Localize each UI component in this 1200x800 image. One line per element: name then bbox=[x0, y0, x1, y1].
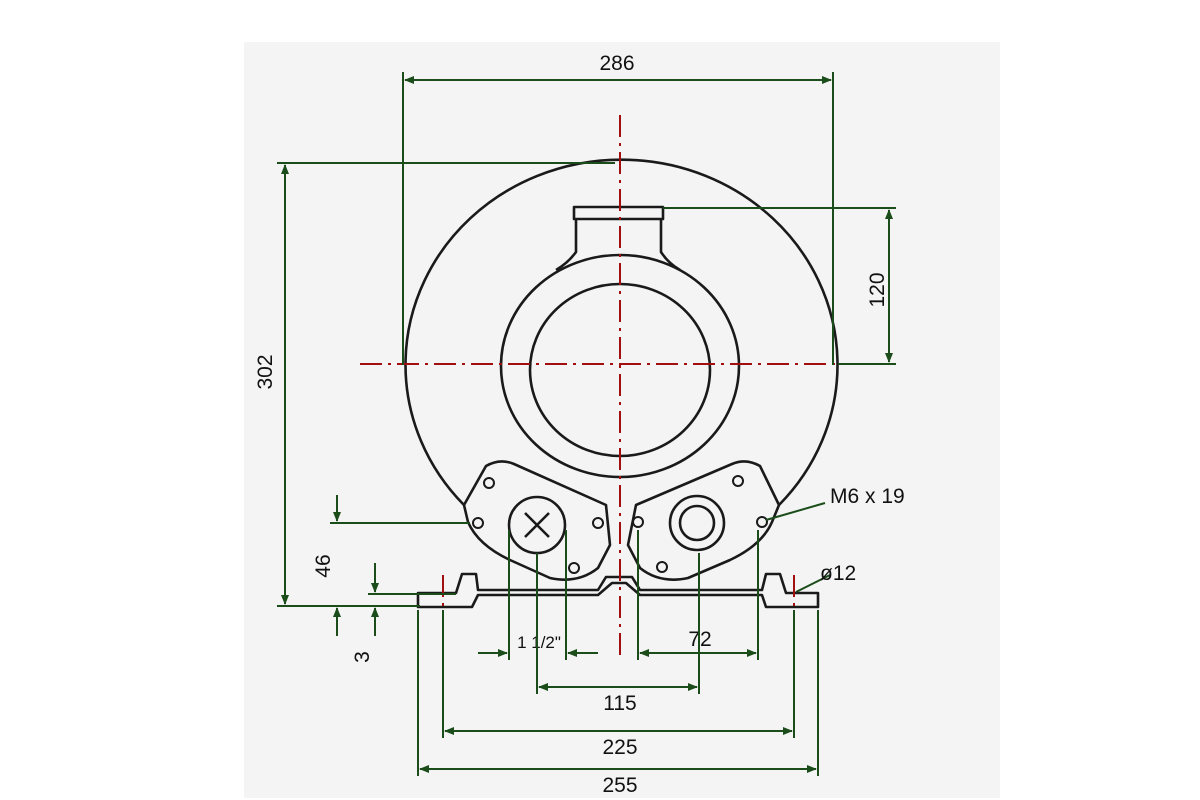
dim-overall-height: 302 bbox=[254, 162, 615, 607]
callout-hole: ø12 bbox=[795, 562, 856, 593]
dim-port-size: 1 1/2" bbox=[478, 530, 598, 660]
dim-mount-inner: 115 bbox=[536, 553, 700, 715]
dim-mount-outer: 225 bbox=[442, 610, 795, 759]
dim-255-label: 255 bbox=[602, 774, 637, 797]
dim-302-label: 302 bbox=[254, 354, 277, 389]
base-feet bbox=[416, 572, 820, 609]
dim-115-label: 115 bbox=[603, 692, 636, 715]
dim-3-label: 3 bbox=[351, 651, 374, 663]
right-mounting-lobe bbox=[626, 460, 781, 581]
dim-foot-height: 46 bbox=[312, 495, 470, 636]
dim-overall-width: 286 bbox=[402, 52, 834, 365]
dim-120-label: 120 bbox=[866, 272, 889, 307]
callout-thread: M6 x 19 bbox=[765, 485, 905, 521]
housing-outline bbox=[404, 158, 839, 506]
callout-hole-label: ø12 bbox=[820, 562, 856, 585]
right-port bbox=[668, 494, 726, 552]
dim-outlet-height: 120 bbox=[663, 207, 896, 365]
dim-base-width: 255 bbox=[417, 610, 819, 797]
dim-46-label: 46 bbox=[312, 554, 335, 577]
dim-foot-thickness: 3 bbox=[351, 563, 456, 663]
dim-225-label: 225 bbox=[602, 736, 637, 759]
drawing-sheet bbox=[244, 42, 1000, 798]
dim-port-size-label: 1 1/2" bbox=[517, 633, 561, 652]
dim-286-label: 286 bbox=[599, 52, 634, 75]
left-mounting-lobe bbox=[462, 460, 612, 581]
lobe-holes bbox=[472, 475, 768, 574]
callout-thread-label: M6 x 19 bbox=[830, 485, 905, 508]
